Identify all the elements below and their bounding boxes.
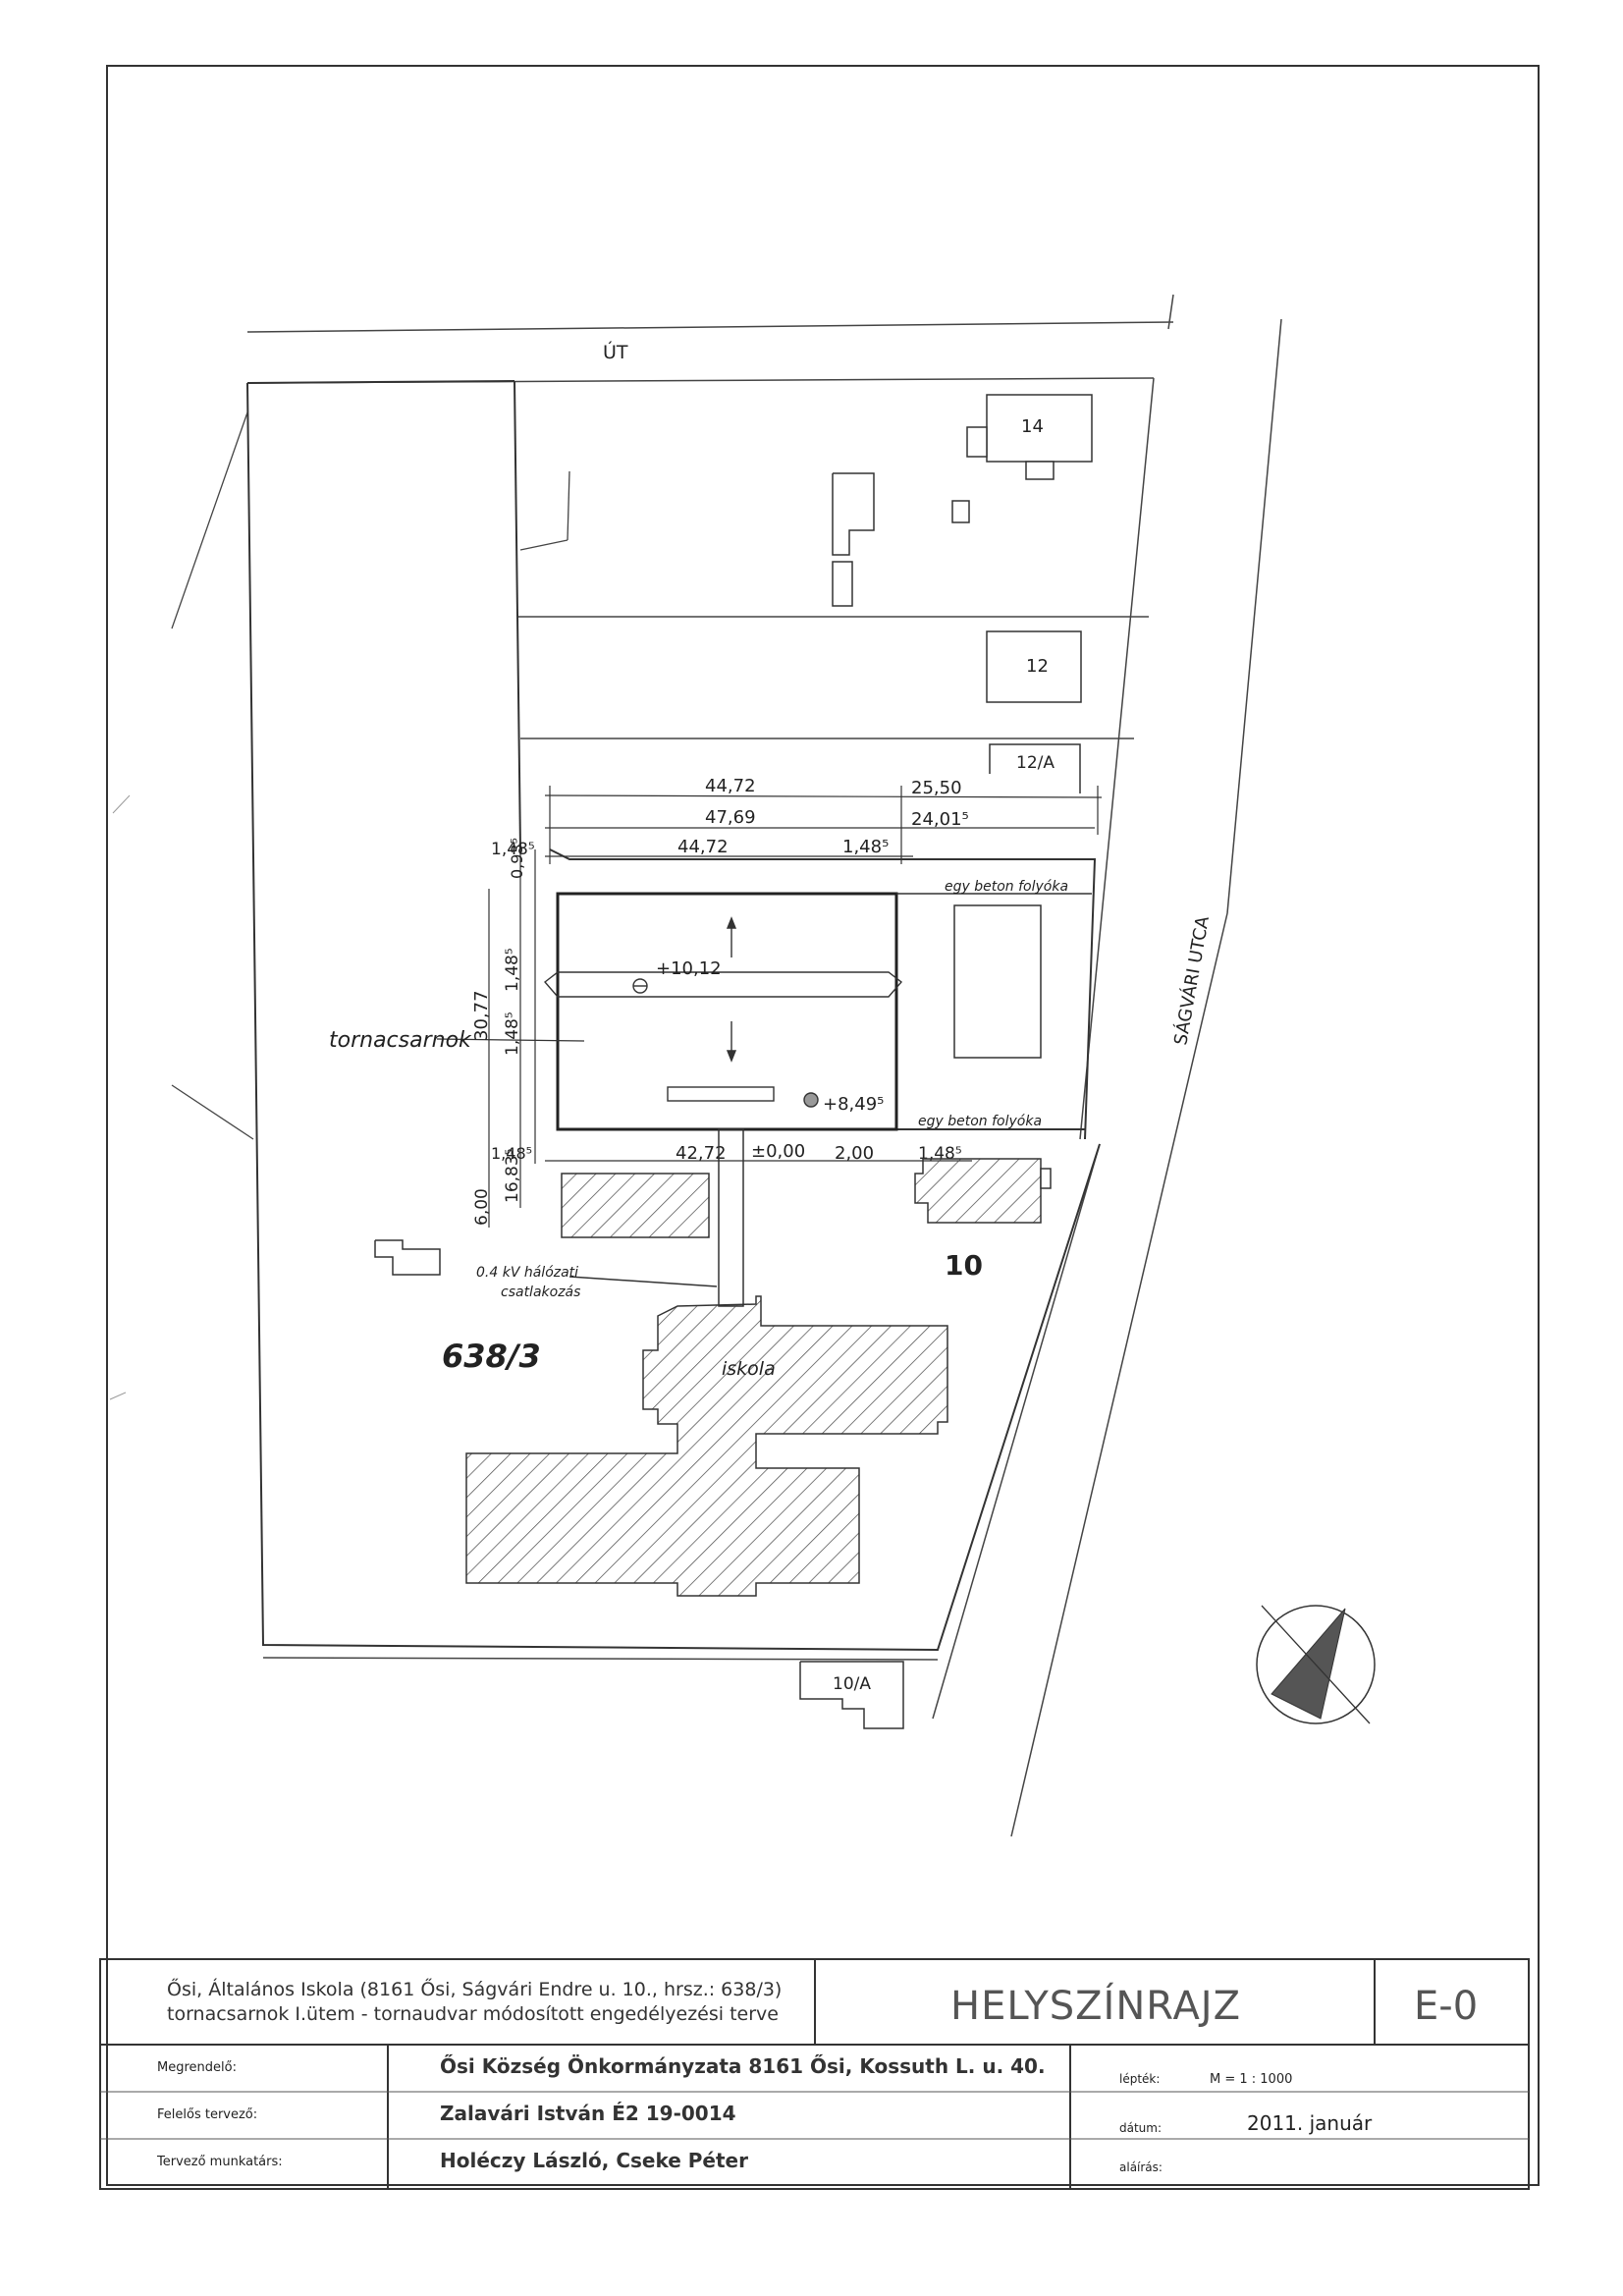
designer-value: Zalavári István É2 19-0014	[440, 2102, 736, 2125]
dim-left-b: 1,48⁵	[503, 1011, 522, 1056]
dimension-lines-left	[488, 849, 536, 1228]
gym-roof	[543, 916, 903, 1108]
dim-left-e: 6,00	[472, 1188, 492, 1226]
drawing-frame	[106, 65, 1540, 2186]
dim-left-small-top: 1,48⁵	[491, 840, 535, 859]
connection-label-2: csatlakozás	[501, 1285, 580, 1300]
staff-value: Holéczy László, Cseke Péter	[440, 2149, 748, 2172]
house-12-label: 12	[1026, 656, 1049, 677]
dim-bottom-zero: ±0,00	[751, 1141, 805, 1162]
dim-top-row3-left: 44,72	[677, 837, 729, 857]
parcel-outline	[246, 380, 1101, 1652]
school-label: iskola	[722, 1358, 776, 1380]
dim-bottom-main: 42,72	[676, 1143, 727, 1164]
gutter-top-label: egy beton folyóka	[945, 879, 1068, 895]
drawing-title: HELYSZÍNRAJZ	[950, 1984, 1242, 2029]
parking-area	[953, 904, 1042, 1059]
project-line-2: tornacsarnok I.ütem - tornaudvar módosít…	[167, 2003, 779, 2025]
house-10a	[799, 1661, 904, 1729]
date-label: dátum:	[1119, 2121, 1163, 2135]
dim-left-d: 1,48⁵	[491, 1144, 532, 1163]
house-12	[986, 630, 1082, 703]
level-ridge: +10,12	[656, 958, 722, 979]
title-block-lines	[99, 1958, 1530, 2190]
house-10a-label: 10/A	[833, 1674, 871, 1694]
house-14-label: 14	[1021, 416, 1044, 437]
dim-top-row3-right: 1,48⁵	[842, 837, 889, 857]
north-arrow-icon	[1256, 1605, 1376, 1724]
dim-left-c: 16,83⁵	[503, 1149, 522, 1203]
street-right-lines	[932, 318, 1282, 1837]
scale-label: lépték:	[1119, 2072, 1161, 2086]
house-14	[966, 394, 1093, 480]
scan-mark	[112, 794, 131, 814]
title-block-rows	[100, 2091, 1529, 2140]
signature-label: aláírás:	[1119, 2160, 1163, 2174]
staff-label: Tervező munkatárs:	[157, 2155, 283, 2169]
shed-left	[374, 1239, 441, 1276]
dim-top-row2-right: 24,01⁵	[911, 809, 969, 830]
scale-value: M = 1 : 1000	[1210, 2072, 1293, 2087]
dim-left-total: 30,77	[471, 990, 492, 1041]
road-top-label: ÚT	[603, 340, 628, 363]
house-12a-label: 12/A	[1016, 753, 1055, 773]
dimension-lines-top	[544, 786, 1103, 864]
client-label: Megrendelő:	[157, 2060, 237, 2075]
date-value: 2011. január	[1247, 2111, 1373, 2135]
gym-label: tornacsarnok	[329, 1028, 472, 1053]
level-eave: +8,49⁵	[823, 1094, 884, 1115]
gym-leader	[436, 1038, 585, 1042]
dim-left-offset: 0,93⁵	[508, 838, 526, 879]
left-diagonals	[171, 411, 570, 1140]
designer-label: Felelős tervező:	[157, 2107, 258, 2122]
gutter-bottom-label: egy beton folyóka	[918, 1114, 1042, 1129]
house-12a	[989, 743, 1081, 793]
scan-mark	[109, 1392, 127, 1400]
road-top	[246, 294, 1174, 384]
house-10-label: 10	[945, 1249, 983, 1282]
hatched-outbuildings	[561, 1158, 1052, 1238]
project-line-1: Ősi, Általános Iskola (8161 Ősi, Ságvári…	[167, 1979, 783, 2000]
parcel-dividers	[262, 616, 1149, 1661]
dim-bottom-mid: 2,00	[835, 1143, 874, 1164]
sheds	[832, 472, 970, 607]
connection-label-1: 0.4 kV hálózati	[476, 1265, 578, 1281]
dim-top-row2-left: 47,69	[705, 807, 756, 828]
school-building	[465, 1295, 948, 1597]
dim-left-a: 1,48⁵	[503, 948, 522, 992]
street-right-label: SÁGVÁRI UTCA	[1169, 914, 1214, 1047]
dim-top-row1-right: 25,50	[911, 778, 962, 798]
drawing-number: E-0	[1414, 1984, 1479, 2029]
client-value: Ősi Község Önkormányzata 8161 Ősi, Kossu…	[440, 2054, 1046, 2078]
dim-top-row1-left: 44,72	[705, 776, 756, 796]
gym-building	[556, 892, 898, 1131]
parcel-number: 638/3	[442, 1338, 541, 1375]
